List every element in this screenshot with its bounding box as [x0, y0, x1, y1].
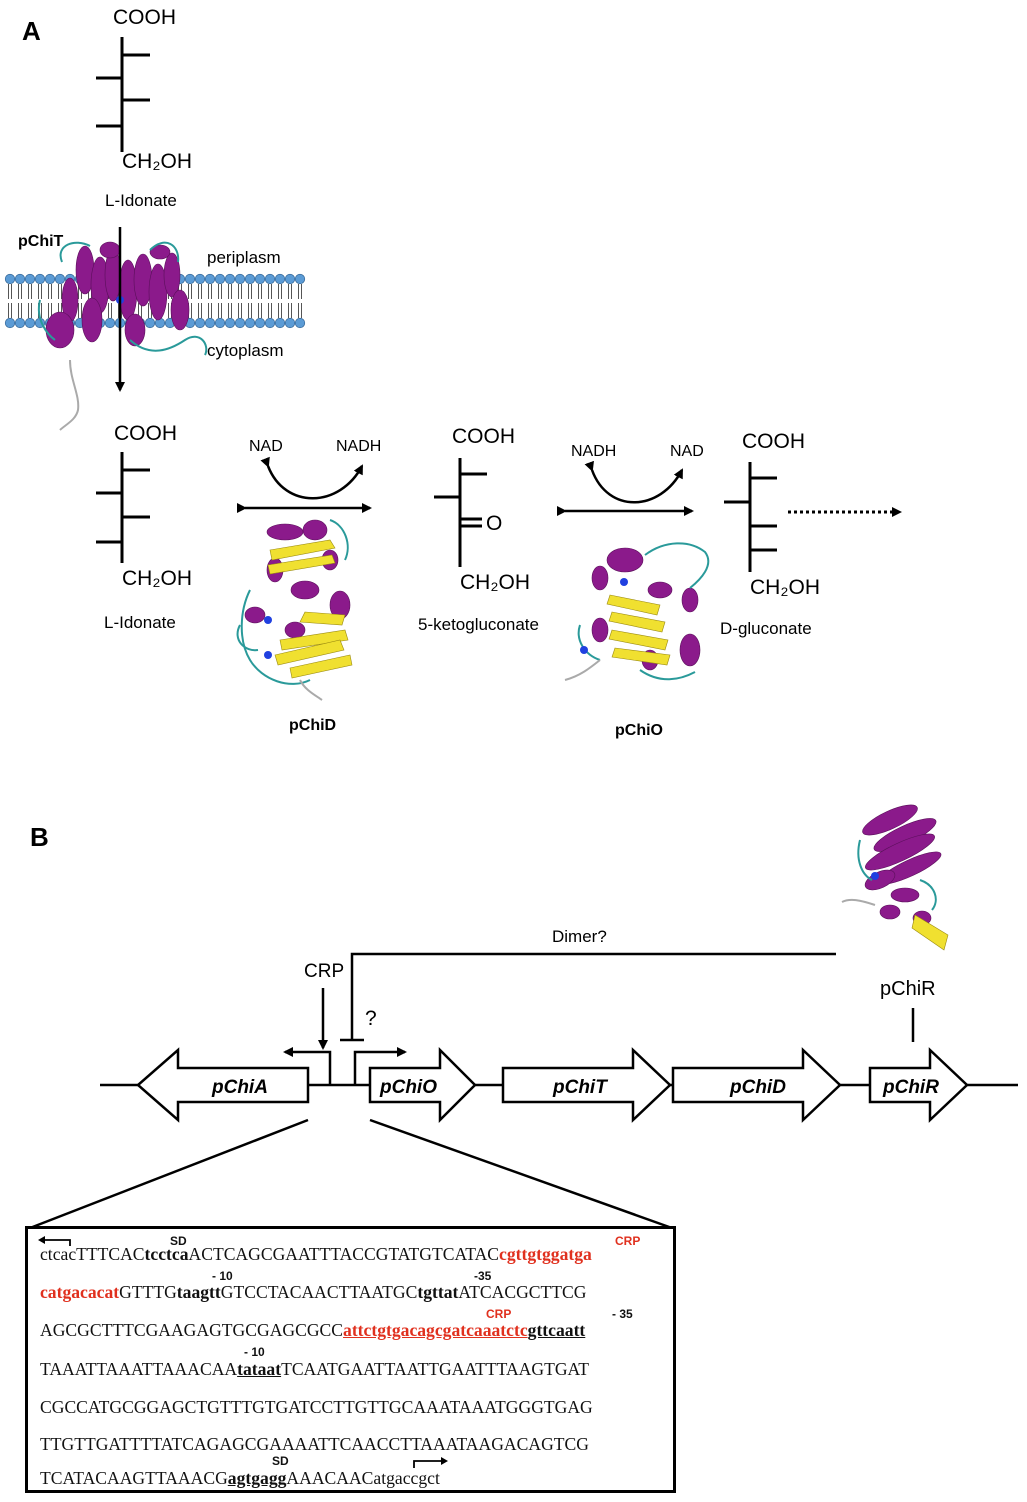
ketogluconate-ch2oh: CH₂OH	[460, 571, 530, 594]
panel-b-label: B	[30, 822, 49, 852]
gluconate-molecule	[724, 462, 777, 572]
idonate-molecule	[96, 452, 150, 563]
pchid-label: pChiD	[289, 717, 336, 734]
pchit-loops	[37, 241, 208, 356]
step2-nad: NAD	[670, 443, 704, 460]
step1-curve-arrow	[260, 456, 364, 500]
panel-a-label: A	[22, 16, 41, 46]
gene-pchia	[136, 1047, 310, 1123]
minus10-tag-2: - 10	[244, 1345, 265, 1359]
seq-line-7: TCATACAAGTTAAACGagtgaggAAACAACatgaccgct	[40, 1468, 440, 1488]
seq-line-5: CGCCATGCGGAGCTGTTTGTGATCCTTGTTGCAAATAAAT…	[40, 1397, 593, 1417]
gene-pchid-label: pChiD	[729, 1077, 786, 1098]
ketogluconate-keto-o: O	[486, 512, 502, 535]
gene-pchio-label: pChiO	[379, 1077, 437, 1098]
seq-line-1: ctcacTTTCACtcctcaACTCAGCGAATTTACCGTATGTC…	[40, 1244, 592, 1264]
gene-pchid	[671, 1047, 842, 1123]
seq-line-4: TAAATTAAATTAAACAAtataatTCAATGAATTAATTGAA…	[40, 1359, 590, 1379]
pchir-label: pChiR	[880, 978, 936, 1000]
gene-pchir	[868, 1047, 969, 1123]
top-idonate-molecule	[96, 37, 150, 152]
top-idonate-cooh: COOH	[113, 6, 176, 29]
dimer-repression-line	[350, 952, 836, 1040]
top-idonate-ch2oh: CH₂OH	[122, 150, 192, 173]
seq-start-arrow-right	[413, 1457, 448, 1468]
pchit-label: pChiT	[18, 233, 64, 250]
crp-tag-1: CRP	[615, 1234, 641, 1248]
pchir-protein-structure	[841, 804, 949, 951]
gene-pchit-label: pChiT	[552, 1077, 608, 1098]
idonate-cooh: COOH	[114, 422, 177, 445]
ketogluconate-name: 5-ketogluconate	[418, 615, 539, 634]
crp-tag-2: CRP	[486, 1307, 512, 1321]
minus35-tag-1: -35	[474, 1269, 492, 1283]
step1-nad: NAD	[249, 438, 283, 455]
promoter-arrow-right	[353, 1047, 407, 1085]
crp-label: CRP	[304, 961, 344, 982]
minus35-tag-2: - 35	[612, 1307, 633, 1321]
minus10-tag-1: - 10	[212, 1269, 233, 1283]
gene-pchia-label: pChiA	[211, 1077, 268, 1098]
pchio-label: pChiO	[615, 722, 663, 739]
step2-curve-arrow	[584, 460, 684, 504]
step2-nadh: NADH	[571, 443, 616, 460]
seq-line-2: catgacacatGTTTGtaagttGTCCTACAACTTAATGCtg…	[40, 1282, 587, 1302]
pchid-protein-structure	[236, 519, 353, 701]
sd-tag-2: SD	[272, 1454, 289, 1468]
pchit-protein-structure	[45, 241, 190, 349]
zoom-line-left	[29, 1118, 309, 1230]
ketogluconate-molecule	[434, 458, 487, 567]
sd-tag-1: SD	[170, 1234, 187, 1248]
promoter-arrow-left	[283, 1047, 332, 1085]
gene-pchio	[368, 1046, 477, 1124]
gene-pchit	[501, 1047, 672, 1123]
question-mark: ?	[365, 1007, 377, 1030]
idonate-ch2oh: CH₂OH	[122, 567, 192, 590]
cytoplasm-label: cytoplasm	[207, 341, 284, 360]
seq-start-arrow-left	[38, 1236, 71, 1246]
periplasm-label: periplasm	[207, 248, 281, 267]
ketogluconate-cooh: COOH	[452, 425, 515, 448]
step1-nadh: NADH	[336, 438, 381, 455]
gluconate-cooh: COOH	[742, 430, 805, 453]
promoter-sequence-box: SD CRP ctcacTTTCACtcctcaACTCAGCGAATTTACC…	[25, 1226, 676, 1493]
gluconate-name: D-gluconate	[720, 619, 812, 638]
gluconate-ch2oh: CH₂OH	[750, 576, 820, 599]
zoom-line-right	[369, 1118, 673, 1230]
seq-line-6: TTGTTGATTTTATCAGAGCGAAAATTCAACCTTAAATAAG…	[40, 1434, 589, 1454]
gene-pchir-label: pChiR	[882, 1077, 939, 1098]
dimer-label: Dimer?	[552, 927, 607, 946]
pchit-tail	[59, 359, 80, 431]
seq-line-3: AGCGCTTTCGAAGAGTGCGAGCGCCattctgtgacagcga…	[40, 1320, 586, 1340]
pchio-protein-structure	[564, 542, 710, 681]
top-idonate-name: L-Idonate	[105, 191, 177, 210]
idonate-name: L-Idonate	[104, 613, 176, 632]
